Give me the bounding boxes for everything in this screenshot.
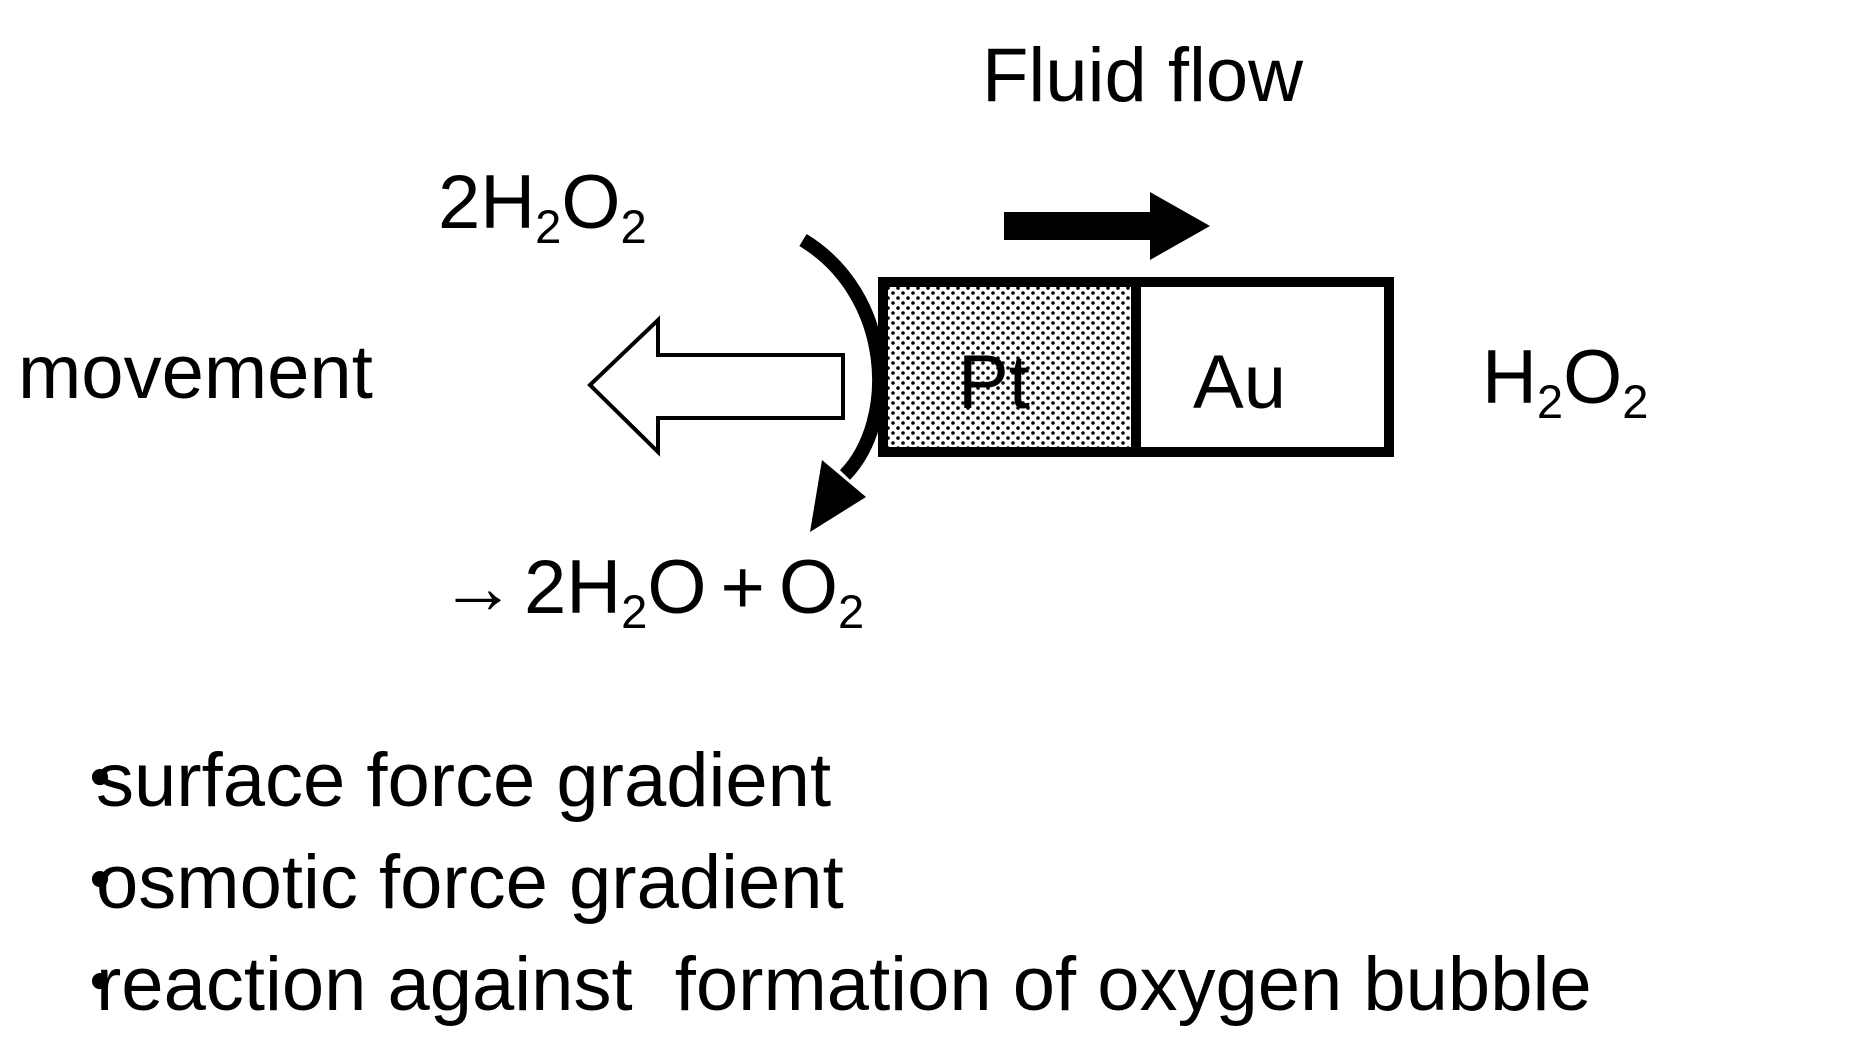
list-item: ・reaction against formation of oxygen bu… xyxy=(62,942,1592,1027)
reactant-right-label: H2O2 xyxy=(1482,335,1649,429)
au-segment xyxy=(1131,277,1394,457)
hollow-left-arrow-icon xyxy=(587,315,845,457)
pt-label: Pt xyxy=(958,340,1030,425)
products-label: →2H2O+O2 xyxy=(440,545,865,639)
fluid-flow-label: Fluid flow xyxy=(982,33,1303,118)
list-item: ・osmotic force gradient xyxy=(62,840,844,925)
movement-label: movement xyxy=(18,330,373,415)
mechanism-list: ・surface force gradient ・osmotic force g… xyxy=(62,730,1592,1036)
au-label: Au xyxy=(1193,340,1286,425)
list-item: ・surface force gradient xyxy=(62,738,832,823)
curved-arrow-icon xyxy=(810,460,866,532)
reactant-left-label: 2H2O2 xyxy=(438,160,647,254)
solid-right-arrow-icon xyxy=(1004,192,1210,260)
curved-arrow-shaft xyxy=(799,234,886,480)
